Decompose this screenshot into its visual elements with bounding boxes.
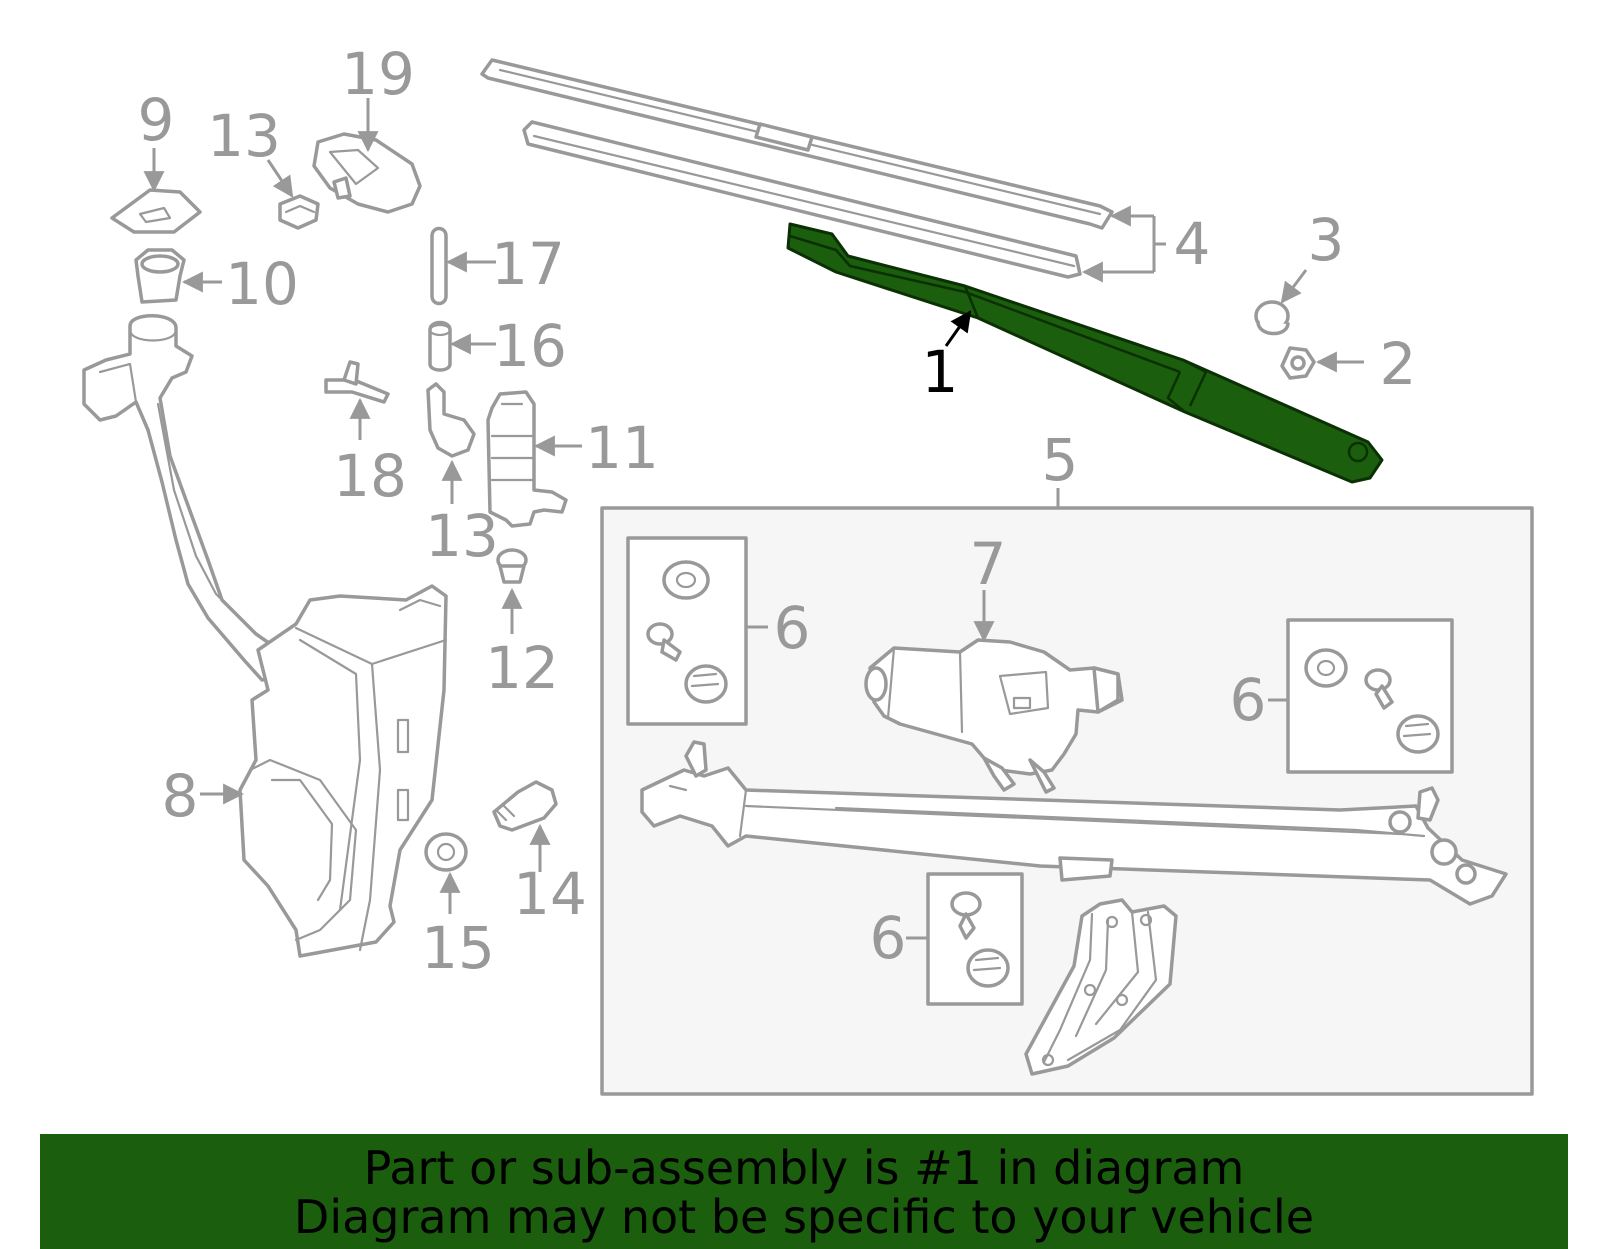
wiper-motor-part-7 bbox=[864, 638, 1124, 794]
callout-17: 17 bbox=[491, 230, 565, 298]
callout-5: 5 bbox=[1042, 426, 1079, 494]
wiper-blade-lower bbox=[522, 120, 1082, 279]
callout-10: 10 bbox=[225, 250, 299, 318]
grommet-part-15 bbox=[424, 832, 468, 872]
callout-4: 4 bbox=[1174, 210, 1211, 278]
callout-2: 2 bbox=[1380, 330, 1417, 398]
nozzle-part-14 bbox=[492, 780, 558, 832]
elbow-part-13-lower bbox=[426, 382, 476, 458]
hardware-kit-box-6b bbox=[1286, 618, 1454, 774]
callout-6-left: 6 bbox=[774, 594, 811, 662]
callout-labels: 1 2 3 4 5 6 6 6 7 8 9 10 11 12 13 13 14 … bbox=[138, 40, 1417, 982]
wiper-blade-upper bbox=[480, 58, 1114, 230]
footer-banner: Part or sub-assembly is #1 in diagram Di… bbox=[40, 1134, 1568, 1249]
hardware-kit-box-6c bbox=[926, 872, 1024, 1006]
callout-12: 12 bbox=[485, 634, 559, 702]
wiper-arm-highlighted bbox=[786, 222, 1384, 484]
callout-6-right: 6 bbox=[1230, 666, 1267, 734]
leader-lines bbox=[143, 98, 1364, 940]
hose-part-17 bbox=[430, 226, 448, 306]
connector-part-13-upper bbox=[278, 194, 320, 230]
nut-part-2 bbox=[1280, 346, 1316, 380]
callout-11: 11 bbox=[585, 414, 659, 482]
footer-line-disclaimer: Diagram may not be specific to your vehi… bbox=[293, 1190, 1315, 1244]
reservoir-part-8 bbox=[82, 314, 448, 958]
callout-7: 7 bbox=[970, 530, 1007, 598]
pump-part-11 bbox=[486, 390, 568, 528]
callout-14: 14 bbox=[513, 860, 587, 928]
footer-line-part-notice: Part or sub-assembly is #1 in diagram bbox=[363, 1141, 1245, 1195]
cap-part-10 bbox=[134, 248, 186, 304]
hose-connector-part-18 bbox=[324, 360, 390, 404]
hardware-kit-box-6a bbox=[626, 536, 748, 726]
cover-part-9 bbox=[110, 188, 202, 234]
callout-13-upper: 13 bbox=[207, 102, 281, 170]
grommet-part-12 bbox=[496, 548, 528, 584]
mounting-bracket bbox=[1024, 898, 1178, 1076]
callout-1: 1 bbox=[922, 338, 959, 406]
callout-19: 19 bbox=[341, 40, 415, 108]
cap-part-3 bbox=[1254, 300, 1290, 336]
callout-18: 18 bbox=[333, 442, 407, 510]
callout-3: 3 bbox=[1308, 206, 1345, 274]
callout-9: 9 bbox=[138, 86, 175, 154]
callout-16: 16 bbox=[493, 312, 567, 380]
callout-8: 8 bbox=[162, 762, 199, 830]
callout-15: 15 bbox=[421, 914, 495, 982]
callout-6-bottom: 6 bbox=[870, 904, 907, 972]
callout-13-lower: 13 bbox=[425, 502, 499, 570]
grommet-part-16 bbox=[428, 320, 452, 372]
linkage-bars bbox=[640, 740, 1508, 906]
